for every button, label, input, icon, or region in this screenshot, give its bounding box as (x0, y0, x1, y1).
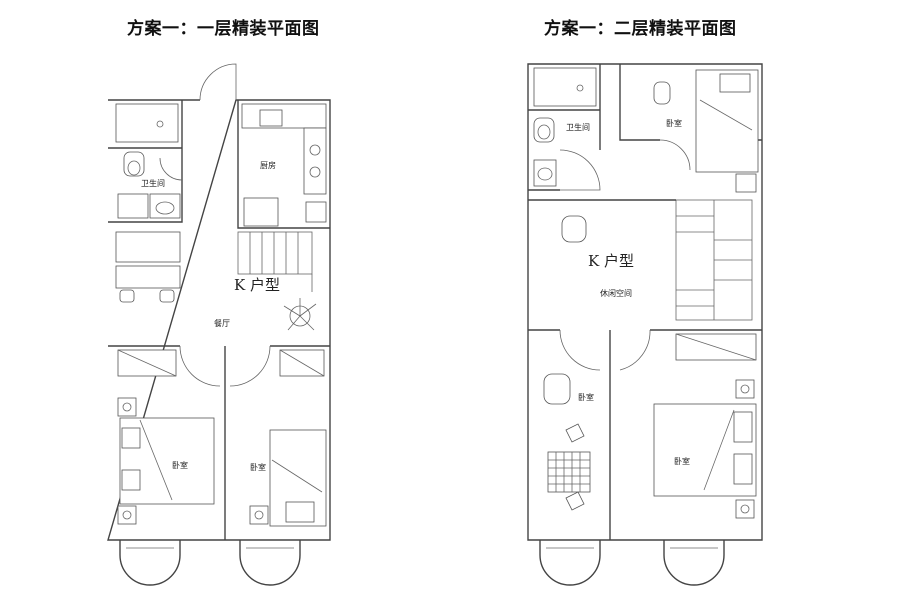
floor1-shower (115, 103, 179, 143)
floor1-washer (117, 193, 149, 219)
floor2-chess-set (547, 423, 591, 511)
floor1-label-bedroom-right: 卧室 (250, 462, 266, 472)
floor1-sofa (115, 231, 181, 263)
floor2-toilet (533, 117, 555, 143)
floor1-outer-wall (107, 99, 331, 541)
floor1-bathroom-walls (108, 100, 183, 223)
floor2-label-leisure: 休闲空间 (600, 288, 632, 298)
floor1-bed-left (117, 397, 215, 525)
floor1-bay-window-left (119, 540, 181, 586)
floor2-chair (543, 373, 571, 405)
floor2-label-bedroom-left: 卧室 (578, 392, 594, 402)
floor2-sink (533, 159, 557, 187)
floor1-bed-right (249, 429, 327, 527)
floor1-dining-table (115, 265, 181, 289)
floor2-plan: 卫生间 卧室 K 户型 休闲空间 卧室 卧室 (527, 63, 763, 586)
floor2-bay-window-left (539, 540, 601, 586)
floor1-bay-window-right (239, 540, 301, 586)
floor1-unit-label: K 户型 (234, 276, 280, 294)
floor1-title: 方案一：一层精装平面图 (127, 19, 320, 39)
floor1-counter-side (303, 127, 327, 195)
floor2-title: 方案一：二层精装平面图 (544, 19, 737, 39)
floor1-counter-top (241, 103, 327, 129)
floor2-bay-window-right (663, 540, 725, 586)
floor2-label-bedroom-top: 卧室 (666, 118, 682, 128)
floor1-label-bathroom: 卫生间 (141, 178, 165, 188)
floor2-label-bedroom-right: 卧室 (674, 456, 690, 466)
floor1-kitchen-walls (237, 100, 330, 229)
floor2-label-bathroom: 卫生间 (566, 122, 590, 132)
floor1-stairs (237, 231, 313, 292)
floor1-plant (283, 298, 317, 331)
floor1-entry-door (199, 63, 237, 101)
floor2-shower (533, 67, 597, 107)
floor1-label-kitchen: 厨房 (260, 160, 276, 170)
floor1-plan: 卫生间 厨房 K 户型 餐厅 卧室 卧室 (107, 63, 331, 586)
floor2-bed-right (653, 379, 757, 519)
floor2-stairs (675, 199, 753, 321)
floor2-outer-wall (527, 63, 763, 541)
floor2-bathroom-walls (528, 64, 601, 191)
floor2-lower-walls (528, 329, 762, 540)
floor2-unit-label: K 户型 (588, 252, 634, 270)
floor1-label-bedroom-left: 卧室 (172, 460, 188, 470)
floor1-toilet (123, 151, 145, 177)
floor1-label-dining: 餐厅 (214, 319, 230, 328)
